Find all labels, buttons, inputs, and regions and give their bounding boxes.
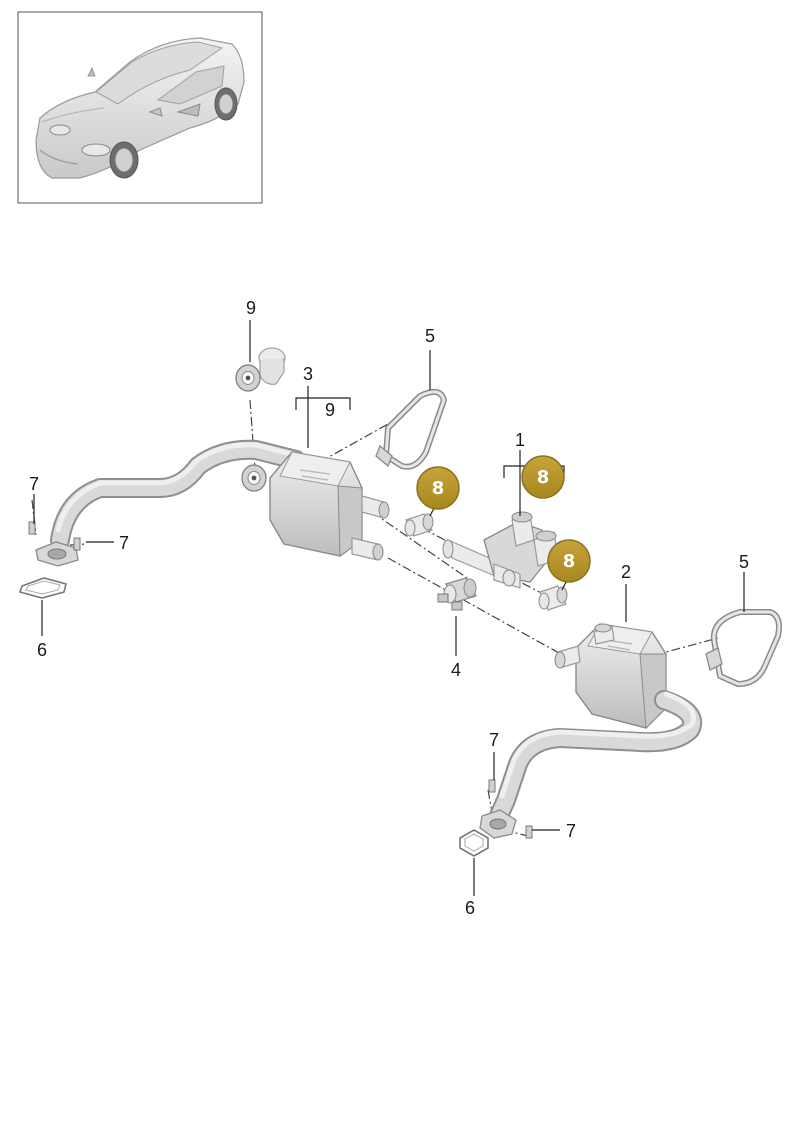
right-exhaust-pipe: [488, 690, 703, 828]
right-flange: [479, 809, 517, 839]
right-gasket: [459, 829, 489, 857]
right-muffler: [554, 623, 667, 730]
left-gasket: [18, 577, 67, 599]
callout-9-mount: 9: [246, 298, 256, 318]
leader-lines: [33, 320, 745, 896]
left-flange: [35, 541, 79, 567]
callout-6-left: 6: [37, 640, 47, 660]
svg-text:8: 8: [432, 478, 445, 499]
clamp-lower: [538, 585, 568, 611]
badge-8-left: 8: [416, 466, 460, 510]
callout-5-right: 5: [739, 552, 749, 572]
callout-5-left: 5: [425, 326, 435, 346]
svg-text:8: 8: [537, 467, 550, 488]
callout-6-right: 6: [465, 898, 475, 918]
car-thumbnail: [17, 11, 263, 204]
left-bracket: [375, 388, 447, 470]
callout-1: 1: [515, 430, 525, 450]
left-exhaust-pipe: [50, 439, 306, 550]
clamp-4: [437, 577, 477, 611]
right-bolts: [488, 779, 533, 839]
svg-text:8: 8: [563, 551, 576, 572]
badge-8-top: 8: [521, 455, 565, 499]
clamp-upper: [404, 513, 434, 537]
callout-7-right: 7: [566, 821, 576, 841]
callout-3-sub-9: 9: [325, 400, 335, 420]
callout-2: 2: [621, 562, 631, 582]
left-bolts: [28, 521, 81, 551]
callout-7-top-left: 7: [29, 474, 39, 494]
rubber-mount-9: [235, 347, 286, 392]
right-bracket: [705, 609, 782, 687]
callout-3: 3: [303, 364, 313, 384]
assembly-lines: [31, 399, 719, 837]
callout-7-top-right: 7: [489, 730, 499, 750]
left-muffler: [269, 451, 390, 561]
badge-8-right: 8: [547, 539, 591, 583]
callout-7-left: 7: [119, 533, 129, 553]
callout-labels: 9 3 9 5 1 2 5 4 7 7 6 7 7 6: [29, 298, 749, 918]
callout-4: 4: [451, 660, 461, 680]
muffler-mount: [241, 464, 267, 492]
center-y-pipe: [442, 511, 559, 589]
